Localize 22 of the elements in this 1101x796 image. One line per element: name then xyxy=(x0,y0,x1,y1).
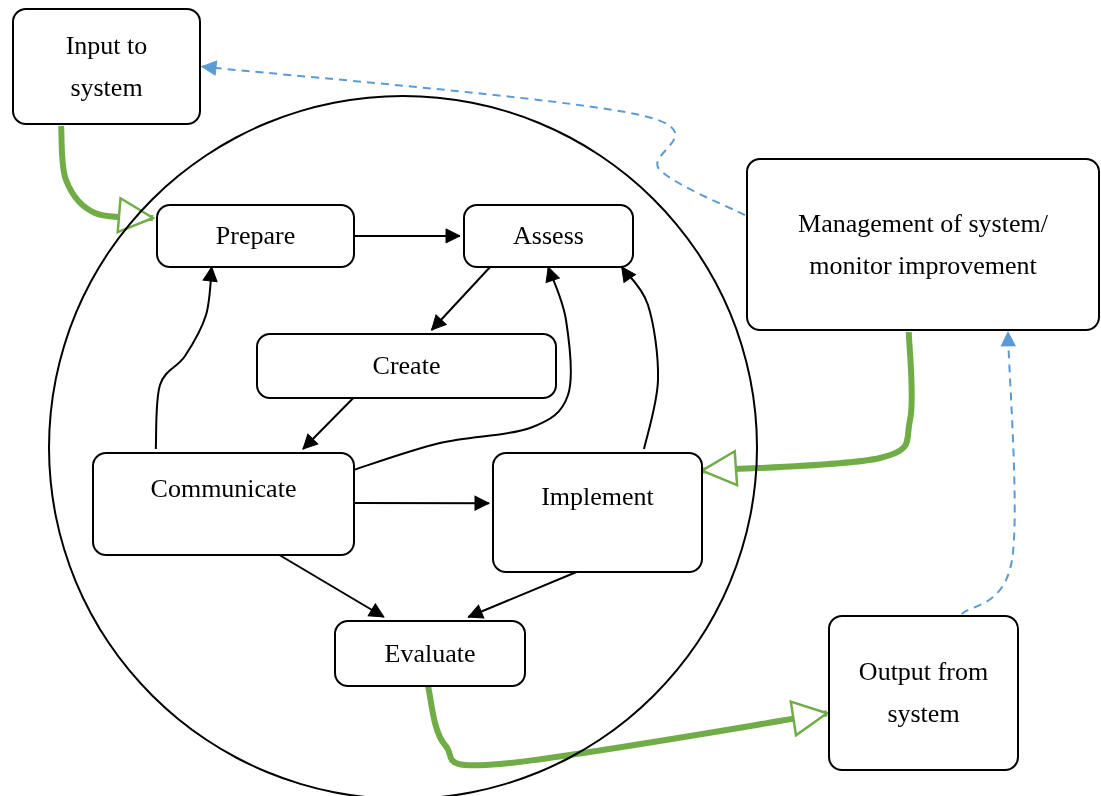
step-box: Implement xyxy=(492,452,703,573)
wide-arrow xyxy=(425,685,829,769)
arrow xyxy=(353,228,461,244)
step-box: Management of system/ monitor improvement xyxy=(746,158,1100,331)
wide-arrow xyxy=(58,125,155,235)
arrow xyxy=(353,495,490,511)
dashed-arrow xyxy=(201,60,746,217)
step-box: Create xyxy=(256,333,557,399)
step-box: Assess xyxy=(463,204,634,268)
arrow xyxy=(353,266,572,471)
arrow xyxy=(154,266,218,450)
step-box: Input to system xyxy=(12,8,201,125)
arrow xyxy=(620,266,660,450)
arrow xyxy=(302,397,355,450)
step-box: Output from system xyxy=(828,615,1019,771)
arrow xyxy=(430,266,492,331)
step-box: Prepare xyxy=(156,204,355,268)
dashed-arrow xyxy=(960,331,1016,615)
step-box: Evaluate xyxy=(334,620,526,687)
arrow xyxy=(467,571,578,619)
step-box: Communicate xyxy=(92,452,355,556)
arrow xyxy=(278,554,385,618)
